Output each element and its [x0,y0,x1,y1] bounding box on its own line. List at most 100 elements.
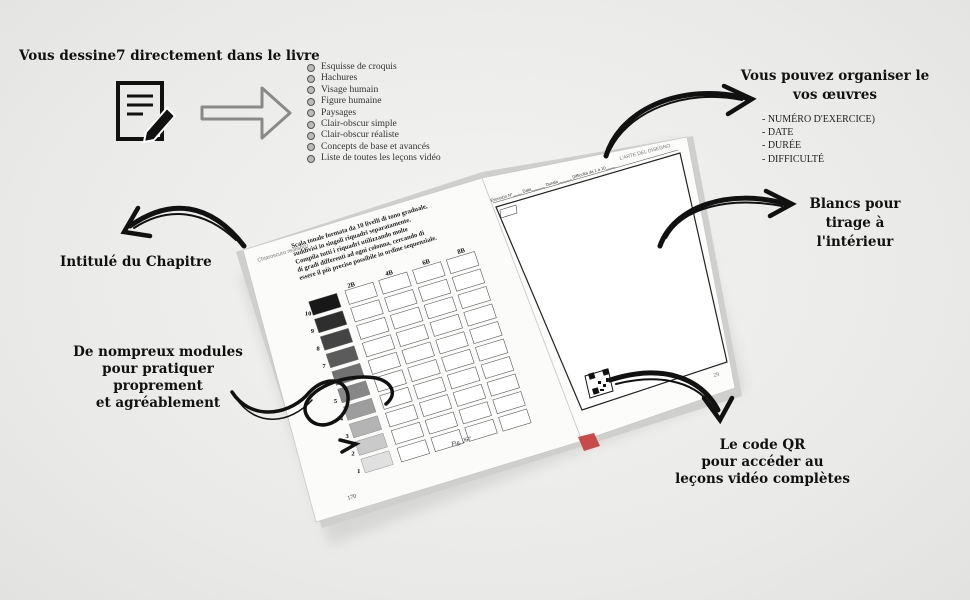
practice-cell [429,313,463,337]
practice-cell [412,261,446,285]
practice-cell [469,321,503,345]
tone-swatch [360,450,394,474]
tone-swatch [354,433,388,456]
practice-cell [373,369,407,393]
callout-line: Le code QR [719,437,806,453]
practice-cell [430,429,464,453]
topic-item: Concepts de base et avancés [306,141,441,152]
scale-number: 10 [305,310,312,317]
callout-blanks: Blancs pour tirage à l'intérieur [790,195,920,252]
scale-number: 8 [317,345,321,352]
brush-arrows [120,83,797,454]
tone-swatch [314,310,348,334]
scale-number: 1 [357,468,360,475]
practice-cell [435,331,469,355]
practice-cell [458,401,492,425]
practice-cell [384,289,418,313]
meta-line [492,149,679,204]
pencil-grade-labels: 2B 4B 6B 8B [347,247,467,290]
practice-cell [424,411,459,435]
practice-cell [418,394,453,418]
field-item: - DURÉE [762,140,802,152]
practice-cell [457,286,491,310]
practice-cell [474,338,509,362]
callout-line: pour pratiquer proprement [102,361,214,394]
topic-item: Paysages [306,107,441,118]
practice-cell [395,324,430,348]
callout-line: De nompreux modules [73,344,243,360]
practice-grid [344,251,532,463]
callout-organize: Vous pouvez organiser le vos œuvres [735,67,935,105]
tone-swatch [319,328,354,351]
topic-item: Figure humaine [306,95,441,106]
practice-cell [401,341,435,365]
scale-number: 3 [346,433,350,440]
practice-cell [407,359,441,383]
practice-cell [464,418,498,442]
topic-item: Hachures [306,72,441,83]
practice-cell [417,278,452,302]
left-page-number: 170 [347,494,357,502]
callout-chapter-title: Intitulé du Chapitre [60,254,212,270]
field-item: - DIFFICULTÉ [762,153,825,165]
practice-cell [396,439,431,463]
callout-line: tirage à [825,215,885,231]
right-arrow-icon [200,86,292,140]
callout-line: et agréablement [95,395,221,411]
practice-cell [463,303,497,327]
grade-label: 4B [385,269,395,278]
practice-cell [498,408,532,432]
practice-cell [441,348,475,372]
practice-cell [361,334,396,358]
practice-cell [350,299,384,323]
callout-line: Blancs pour [809,196,901,212]
right-page-number: 29 [713,371,720,378]
practice-cell [486,373,520,397]
callout-line: l'intérieur [816,234,894,250]
callout-line: leçons vidéo complètes [675,471,850,487]
topic-item: Visage humain [306,84,441,95]
callout-line: pour accéder au [701,454,824,470]
grade-label: 8B [457,247,467,256]
practice-cell [480,356,515,380]
practice-cell [492,391,526,415]
tone-swatch [308,293,342,316]
topic-item: Liste de toutes les leçons vidéo [306,152,441,163]
scale-number: 2 [351,450,354,457]
drawing-frame [495,152,728,411]
practice-cell [378,271,412,295]
scale-number: 5 [334,398,338,405]
tone-swatch [343,398,377,421]
tone-swatch [337,380,371,404]
practice-cell [390,421,425,445]
topic-item: Esquisse de croquis [306,61,441,72]
practice-cell [356,316,390,340]
field-item: - DATE [762,127,794,139]
callout-qr: Le code QR pour accéder au leçons vidéo … [660,437,865,488]
topic-item: Clair-obscur simple [306,118,441,129]
tonal-scale [308,293,394,474]
callout-modules: De nompreux modules pour pratiquer propr… [58,344,258,412]
practice-cell [451,268,486,292]
grade-label: 6B [422,258,432,267]
scale-number: 4 [340,415,344,422]
tone-swatch [348,415,383,439]
exercise-fields-list: - NUMÉRO D'EXERCICE) - DATE - DURÉE - DI… [762,113,875,166]
callout-line: Vous pouvez organiser le [740,68,930,84]
document-edit-icon [116,81,177,144]
tone-swatch [325,345,359,369]
bookmark-ribbon [578,433,600,451]
field-item: - NUMÉRO D'EXERCICE) [762,114,875,125]
callout-line: vos œuvres [793,87,877,103]
topics-list: Esquisse de croquis Hachures Visage huma… [306,61,441,164]
practice-cell [344,281,378,305]
practice-cell [385,404,419,428]
practice-cell [452,383,487,407]
scale-number: 9 [311,328,315,335]
practice-cell [446,366,481,390]
practice-cell [423,296,458,320]
qr-code [584,368,614,399]
practice-cell [389,306,424,330]
practice-cell [367,351,402,375]
